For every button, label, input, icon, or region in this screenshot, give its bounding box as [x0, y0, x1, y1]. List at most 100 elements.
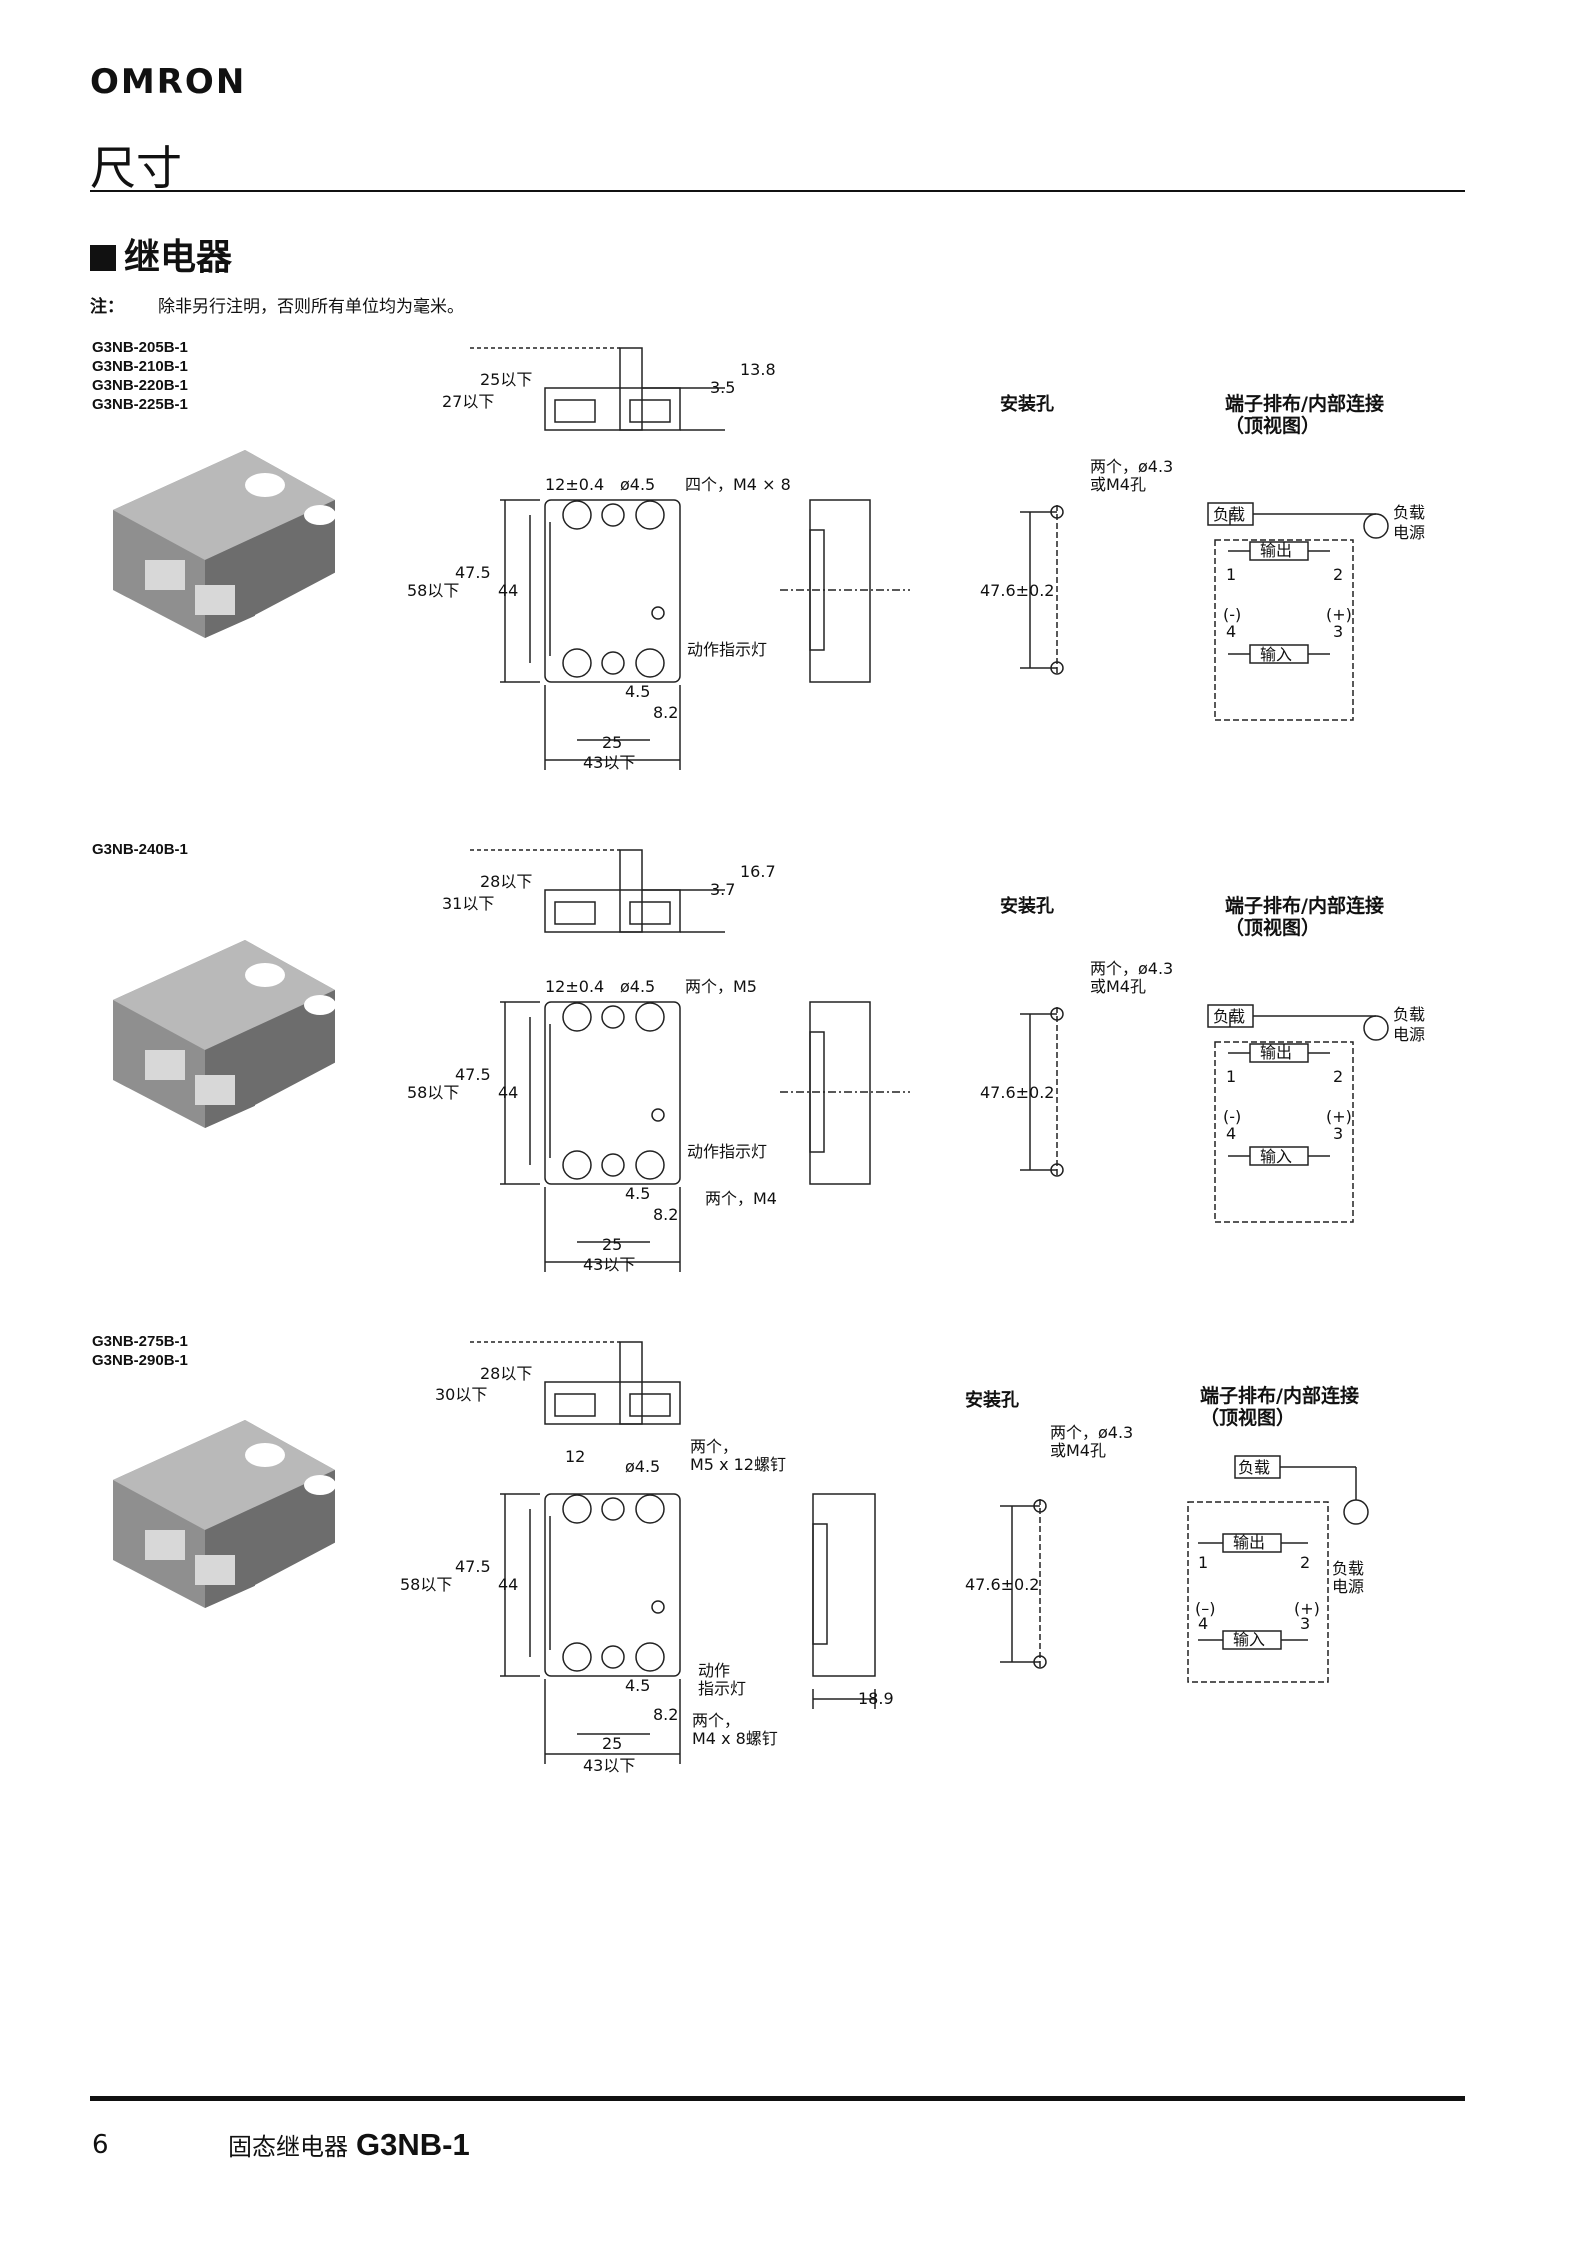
terminal-subtitle: （顶视图） — [1225, 414, 1320, 437]
terminal-t2: 2 — [1333, 1067, 1343, 1086]
side-top-a: 16.7 — [740, 862, 776, 881]
drawing-group-1: 25以下 27以下 13.8 3.5 12±0.4 ø4.5 四个，M4 × 8… — [407, 347, 1425, 772]
mounting-holes-2: 或M4孔 — [1090, 977, 1146, 996]
model-list-2: G3NB-240B-1 — [92, 841, 188, 858]
front-led: 动作 — [698, 1661, 730, 1680]
unit-note: 注：除非另行注明，否则所有单位均为毫米。 — [90, 297, 464, 317]
front-screws: 两个， — [690, 1437, 738, 1456]
terminal-supply-1: 负载 — [1393, 1005, 1425, 1024]
front-h475: 47.5 — [455, 1557, 491, 1576]
header-rule — [90, 190, 1465, 192]
terminal-t2: 2 — [1333, 565, 1343, 584]
omron-logo: OMRON — [90, 62, 247, 102]
front-w43: 43以下 — [583, 753, 635, 772]
end-depth: 18.9 — [858, 1689, 894, 1708]
drawing-group-2: 28以下 31以下 16.7 3.7 12±0.4 ø4.5 两个，M5 58以… — [407, 849, 1425, 1274]
mounting-pitch: 47.6±0.2 — [980, 1083, 1054, 1102]
terminal-subtitle: （顶视图） — [1200, 1406, 1295, 1429]
terminal-t1: 1 — [1198, 1553, 1208, 1572]
front-w45: 4.5 — [625, 1676, 650, 1695]
mounting-title: 安装孔 — [1000, 895, 1054, 917]
square-bullet-icon — [90, 245, 116, 271]
front-h44: 44 — [498, 1575, 518, 1594]
terminal-plus: (+) — [1294, 1599, 1320, 1618]
terminal-output: 输出 — [1233, 1533, 1265, 1552]
mounting-holes: 两个，ø4.3 — [1090, 959, 1173, 978]
mounting-holes-2: 或M4孔 — [1050, 1441, 1106, 1460]
front-w25: 25 — [602, 733, 622, 752]
front-hole: ø4.5 — [625, 1457, 660, 1476]
page-number: 6 — [92, 2130, 109, 2160]
terminal-load: 负载 — [1238, 1458, 1270, 1477]
front-h475: 47.5 — [455, 1065, 491, 1084]
front-pitch: 12 — [565, 1447, 585, 1466]
mounting-pitch: 47.6±0.2 — [980, 581, 1054, 600]
terminal-supply-1: 负载 — [1393, 503, 1425, 522]
side-top-b: 3.5 — [710, 378, 735, 397]
front-w43: 43以下 — [583, 1255, 635, 1274]
page-title: 尺寸 — [90, 141, 182, 195]
side-height-outer: 30以下 — [435, 1385, 487, 1404]
relay-photo-1 — [105, 450, 340, 640]
terminal-title: 端子排布/内部连接 — [1225, 392, 1384, 415]
terminal-title: 端子排布/内部连接 — [1225, 894, 1384, 917]
front-w45: 4.5 — [625, 682, 650, 701]
terminal-t3: 3 — [1333, 622, 1343, 641]
mounting-holes-2: 或M4孔 — [1090, 475, 1146, 494]
terminal-minus: (–) — [1195, 1599, 1215, 1618]
front-h475: 47.5 — [455, 563, 491, 582]
terminal-t1: 1 — [1226, 565, 1236, 584]
terminal-supply-1: 负载 — [1332, 1559, 1364, 1578]
front-w82: 8.2 — [653, 1705, 678, 1724]
front-led: 动作指示灯 — [687, 1142, 767, 1161]
front-h58: 58以下 — [407, 1083, 459, 1102]
front-screws-2: M5 x 12螺钉 — [690, 1455, 786, 1474]
terminal-t4: 4 — [1226, 1124, 1236, 1143]
terminal-subtitle: （顶视图） — [1225, 916, 1320, 939]
front-w25: 25 — [602, 1734, 622, 1753]
terminal-supply-2: 电源 — [1393, 1025, 1425, 1044]
side-height-inner: 28以下 — [480, 1364, 532, 1383]
terminal-plus: (+) — [1326, 1107, 1352, 1126]
front-screws-bottom-2: M4 x 8螺钉 — [692, 1729, 778, 1748]
terminal-plus: (+) — [1326, 605, 1352, 624]
terminal-output: 输出 — [1260, 1043, 1292, 1062]
front-hole: ø4.5 — [620, 977, 655, 996]
terminal-output: 输出 — [1260, 541, 1292, 560]
mounting-holes: 两个，ø4.3 — [1090, 457, 1173, 476]
front-w45: 4.5 — [625, 1184, 650, 1203]
terminal-minus: (-) — [1223, 1107, 1241, 1126]
front-screws-bottom: 两个，M4 — [705, 1189, 777, 1208]
front-w82: 8.2 — [653, 703, 678, 722]
terminal-t3: 3 — [1333, 1124, 1343, 1143]
front-screws-bottom: 两个， — [692, 1711, 740, 1730]
side-height-outer: 27以下 — [442, 392, 494, 411]
front-screws: 两个，M5 — [685, 977, 757, 996]
terminal-t3: 3 — [1300, 1614, 1310, 1633]
terminal-load: 负载 — [1213, 1007, 1245, 1026]
section-title: 继电器 — [90, 228, 232, 280]
front-w43: 43以下 — [583, 1756, 635, 1775]
front-hole: ø4.5 — [620, 475, 655, 494]
terminal-title: 端子排布/内部连接 — [1200, 1384, 1359, 1407]
front-h44: 44 — [498, 581, 518, 600]
terminal-load: 负载 — [1213, 505, 1245, 524]
mounting-title: 安装孔 — [965, 1389, 1019, 1411]
side-height-inner: 28以下 — [480, 872, 532, 891]
mounting-title: 安装孔 — [1000, 393, 1054, 415]
side-height-outer: 31以下 — [442, 894, 494, 913]
front-led: 动作指示灯 — [687, 640, 767, 659]
front-h44: 44 — [498, 1083, 518, 1102]
side-height-inner: 25以下 — [480, 370, 532, 389]
terminal-minus: (-) — [1223, 605, 1241, 624]
front-w25: 25 — [602, 1235, 622, 1254]
terminal-t4: 4 — [1198, 1614, 1208, 1633]
front-h58: 58以下 — [400, 1575, 452, 1594]
terminal-input: 输入 — [1260, 1147, 1292, 1166]
terminal-supply-2: 电源 — [1332, 1577, 1364, 1596]
side-top-b: 3.7 — [710, 880, 735, 899]
terminal-t4: 4 — [1226, 622, 1236, 641]
terminal-supply-2: 电源 — [1393, 523, 1425, 542]
